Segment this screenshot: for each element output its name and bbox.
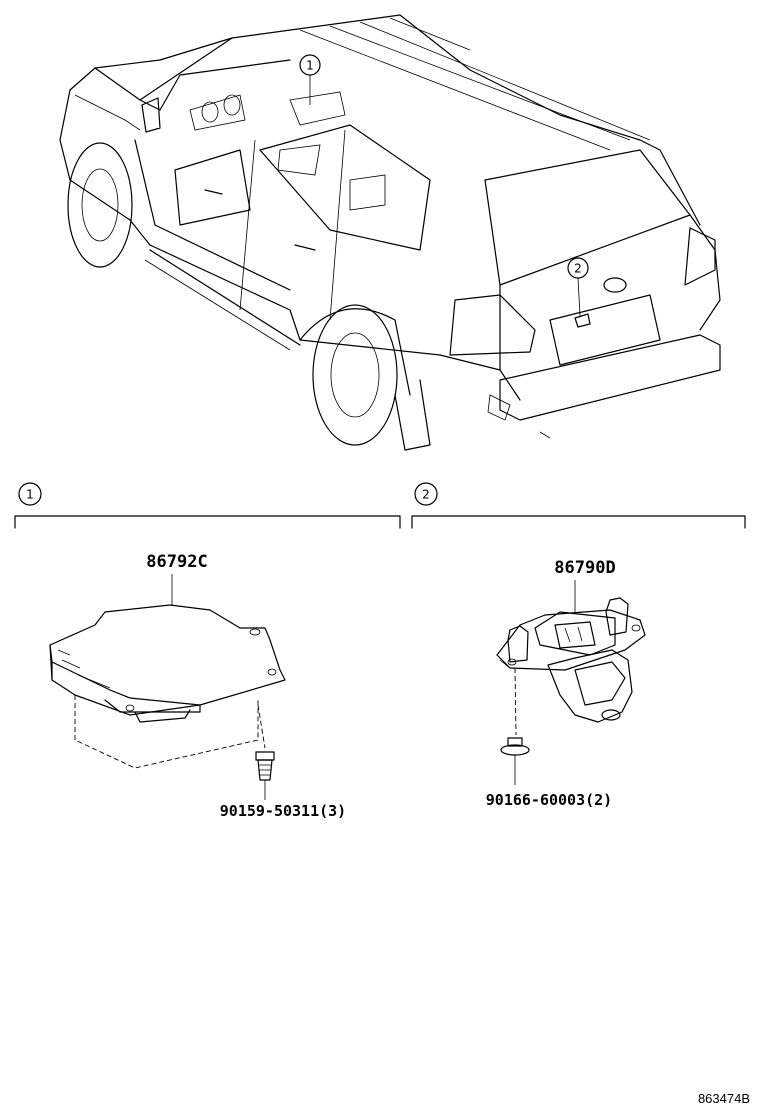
svg-text:2: 2 <box>574 262 582 276</box>
bolt-90159-50311 <box>255 704 275 800</box>
part-number-86792C: 86792C <box>146 552 207 572</box>
screw-90166-60003 <box>500 737 530 785</box>
section-2: 2 86790D <box>411 482 746 809</box>
svg-text:2: 2 <box>422 488 430 502</box>
fastener-90166-60003: 90166-60003(2) <box>486 791 612 809</box>
part-number-86790D: 86790D <box>554 558 615 578</box>
vehicle-callout-2: 2 <box>567 257 589 317</box>
vehicle-illustration <box>59 14 721 451</box>
svg-text:1: 1 <box>306 59 314 73</box>
illustration-code: 863474B <box>698 1091 750 1106</box>
fastener-90159-50311: 90159-50311(3) <box>220 802 346 820</box>
section-1-marker: 1 <box>18 482 42 506</box>
control-module-86792C <box>49 604 286 769</box>
camera-assembly-86790D <box>496 597 646 736</box>
section-1-bracket <box>14 515 401 529</box>
section-2-bracket <box>411 515 746 529</box>
svg-text:1: 1 <box>26 488 34 502</box>
section-1: 1 86792C 90159-50311(3) <box>14 482 401 820</box>
vehicle-callout-1: 1 <box>299 54 321 105</box>
section-2-marker: 2 <box>414 482 438 506</box>
